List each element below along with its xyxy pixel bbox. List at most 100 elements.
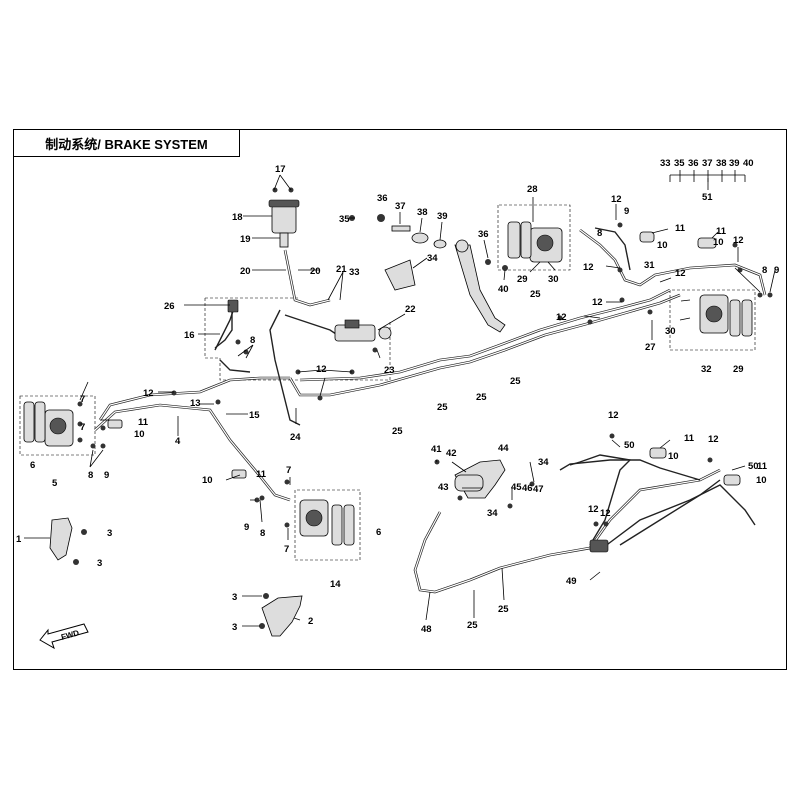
callout-28: 28: [527, 184, 538, 195]
callout-10e: 10: [668, 451, 679, 462]
callout-42: 42: [446, 448, 457, 459]
callout-41: 41: [431, 444, 442, 455]
callout-12k: 12: [588, 504, 599, 515]
callout-12g: 12: [592, 297, 603, 308]
callout-34c: 34: [487, 508, 498, 519]
callout-23: 23: [384, 365, 395, 376]
callout-10d: 10: [713, 237, 724, 248]
callout-8b: 8: [88, 470, 93, 481]
callout-12e: 12: [675, 268, 686, 279]
callout-10a: 10: [134, 429, 145, 440]
callout-9b: 9: [244, 522, 249, 533]
callout-8a: 8: [250, 335, 255, 346]
callout-39: 39: [437, 211, 448, 222]
callout-7d: 7: [284, 544, 289, 555]
callout-33a: 33: [349, 267, 360, 278]
callout-32: 32: [701, 364, 712, 375]
callout-25a: 25: [392, 426, 403, 437]
callout-46: 46: [522, 483, 533, 494]
callout-47: 47: [533, 484, 544, 495]
callout-9d: 9: [774, 265, 779, 276]
callout-22: 22: [405, 304, 416, 315]
callout-12c: 12: [611, 194, 622, 205]
callout-34a: 34: [427, 253, 438, 264]
callout-12h: 12: [556, 312, 567, 323]
callout-31: 31: [644, 260, 655, 271]
callout-51: 51: [702, 192, 713, 203]
callout-15: 15: [249, 410, 260, 421]
bracket-part: [384, 259, 416, 291]
callout-36a: 36: [377, 193, 388, 204]
callout-9a: 9: [104, 470, 109, 481]
guard-left-part: [49, 517, 73, 561]
callout-40b: 40: [743, 158, 754, 169]
callout-13: 13: [190, 398, 201, 409]
callout-50b: 50: [748, 461, 759, 472]
callout-10f: 10: [756, 475, 767, 486]
callout-1: 1: [16, 534, 22, 545]
brake-pedal-part: [454, 244, 506, 333]
callout-4: 4: [175, 436, 181, 447]
callout-3b: 3: [97, 558, 102, 569]
callout-7a: 7: [80, 394, 85, 405]
callout-12f: 12: [733, 235, 744, 246]
callout-3c: 3: [232, 592, 237, 603]
diagram-title: 制动系统/ BRAKE SYSTEM: [13, 129, 240, 157]
callout-6b: 6: [376, 527, 381, 538]
callout-37: 37: [395, 201, 406, 212]
callout-45: 45: [511, 482, 522, 493]
callout-38: 38: [417, 207, 428, 218]
callout-12j: 12: [708, 434, 719, 445]
callout-14: 14: [330, 579, 341, 590]
callout-12a: 12: [143, 388, 154, 399]
callout-8e: 8: [762, 265, 767, 276]
callout-29a: 29: [517, 274, 528, 285]
callout-40a: 40: [498, 284, 509, 295]
callout-12d: 12: [583, 262, 594, 273]
callout-25b: 25: [437, 402, 448, 413]
brake-lines: [94, 227, 767, 594]
callout-18: 18: [232, 212, 243, 223]
callout-12b: 12: [316, 364, 327, 375]
callout-7b: 7: [80, 422, 85, 433]
callout-24: 24: [290, 432, 301, 443]
callout-44: 44: [498, 443, 509, 454]
callout-29b: 29: [733, 364, 744, 375]
callout-20b: 20: [310, 266, 321, 277]
callout-9c: 9: [624, 206, 629, 217]
callout-3d: 3: [232, 622, 237, 633]
guard-right-part: [261, 595, 303, 637]
callout-11a: 11: [138, 417, 149, 428]
callout-37b: 37: [702, 158, 713, 169]
leader-lines: [24, 170, 776, 627]
callout-25g: 25: [498, 604, 509, 615]
callout-26: 26: [164, 301, 175, 312]
callout-33b: 33: [660, 158, 671, 169]
callout-11b: 11: [256, 469, 267, 480]
callout-30a: 30: [548, 274, 559, 285]
callout-12i: 12: [608, 410, 619, 421]
callout-39b: 39: [729, 158, 740, 169]
callout-6a: 6: [30, 460, 35, 471]
reservoir-part: [271, 204, 297, 234]
callout-34b: 34: [538, 457, 549, 468]
fasteners: [73, 187, 773, 629]
callout-38b: 38: [716, 158, 727, 169]
callout-3a: 3: [107, 528, 112, 539]
cable-splitter-part: [589, 539, 609, 553]
parts: [23, 199, 753, 650]
callout-25c: 25: [476, 392, 487, 403]
callout-11f: 11: [757, 461, 768, 472]
callout-27: 27: [645, 342, 656, 353]
callout-11e: 11: [684, 433, 695, 444]
callout-25f: 25: [467, 620, 478, 631]
callout-49: 49: [566, 576, 577, 587]
callout-labels: 17 18 19 20 20 21 22 23 24 25 25 25 25 2…: [16, 158, 779, 635]
diagram-frame: [13, 129, 787, 670]
callout-8d: 8: [597, 228, 602, 239]
callout-19: 19: [240, 234, 251, 245]
callout-7c: 7: [286, 465, 291, 476]
callout-5: 5: [52, 478, 58, 489]
callout-25d: 25: [510, 376, 521, 387]
